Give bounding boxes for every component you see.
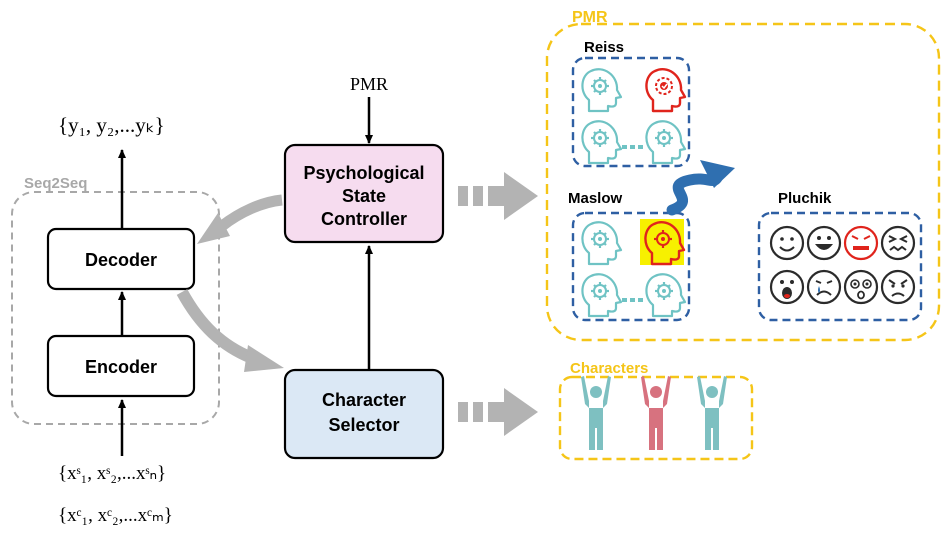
reiss-label: Reiss: [584, 39, 624, 56]
highlight-box: [640, 219, 684, 265]
dizzy-face-icon: [843, 269, 879, 305]
controller-label-line3: Controller: [321, 209, 407, 229]
selector-label-line2: Selector: [328, 415, 399, 435]
controller-label-line1: Psychological: [303, 163, 424, 183]
controller-to-pmr-dashed-arrow: [458, 172, 538, 220]
pmr-group-border: [545, 22, 941, 342]
gear-head-icon: [581, 221, 623, 266]
seq2seq-label: Seq2Seq: [24, 175, 87, 192]
gear-head-icon: [581, 68, 623, 113]
annoyed-face-icon: [880, 269, 916, 305]
seq2seq-group-border: [11, 191, 220, 425]
decoder-label: Decoder: [85, 250, 157, 270]
pluchik-label: Pluchik: [778, 190, 832, 207]
sad-face-icon: [806, 269, 842, 305]
grin-face-icon: [806, 225, 842, 261]
person-teal-icon: [581, 376, 611, 450]
output-formula: {y₁, y₂,...yₖ}: [58, 113, 165, 137]
pmr-input-label: PMR: [350, 74, 388, 94]
decoder-node[interactable]: Decoder: [46, 227, 196, 291]
person-pink-icon: [641, 376, 671, 450]
controller-label-line2: State: [342, 186, 386, 206]
pmr-group-label: PMR: [572, 9, 608, 26]
selector-to-characters-dashed-arrow: [458, 388, 538, 436]
input-story-formula: {xˢ₁, xˢ₂,...xˢₙ}: [58, 463, 166, 484]
selector-label-line1: Character: [322, 390, 406, 410]
characters-icons: [581, 376, 727, 450]
input-characters-formula: {xᶜ₁, xᶜ₂,...xᶜₘ}: [58, 505, 173, 526]
encoder-label: Encoder: [85, 357, 157, 377]
pluchik-faces: [769, 225, 916, 305]
gear-head-icon: [581, 120, 623, 165]
character-selector-node[interactable]: Character Selector: [283, 368, 445, 460]
surprise-face-icon: [769, 269, 805, 305]
disgust-face-icon: [880, 225, 916, 261]
angry-face-icon: [843, 225, 879, 261]
controller-to-decoder-gray-arrow: [197, 194, 283, 244]
reiss-icons: [581, 68, 687, 165]
pluchik-group-border: [757, 211, 923, 322]
characters-group-border: [558, 375, 754, 461]
decoder-to-selector-gray-arrow: [176, 289, 284, 372]
gear-head-icon: [581, 273, 623, 318]
maslow-icons: [581, 219, 687, 318]
maslow-group-border: [571, 211, 691, 322]
target-head-icon: [645, 68, 687, 113]
reiss-group-border: [571, 56, 691, 168]
characters-group-label: Characters: [570, 360, 648, 377]
maslow-label: Maslow: [568, 190, 623, 207]
encoder-node[interactable]: Encoder: [46, 334, 196, 398]
maslow-to-reiss-curved-arrow: [666, 160, 735, 216]
gear-head-icon: [645, 273, 687, 318]
psychological-state-controller-node[interactable]: Psychological State Controller: [283, 143, 445, 244]
person-teal-icon: [697, 376, 727, 450]
smile-face-icon: [769, 225, 805, 261]
gear-head-icon: [645, 120, 687, 165]
